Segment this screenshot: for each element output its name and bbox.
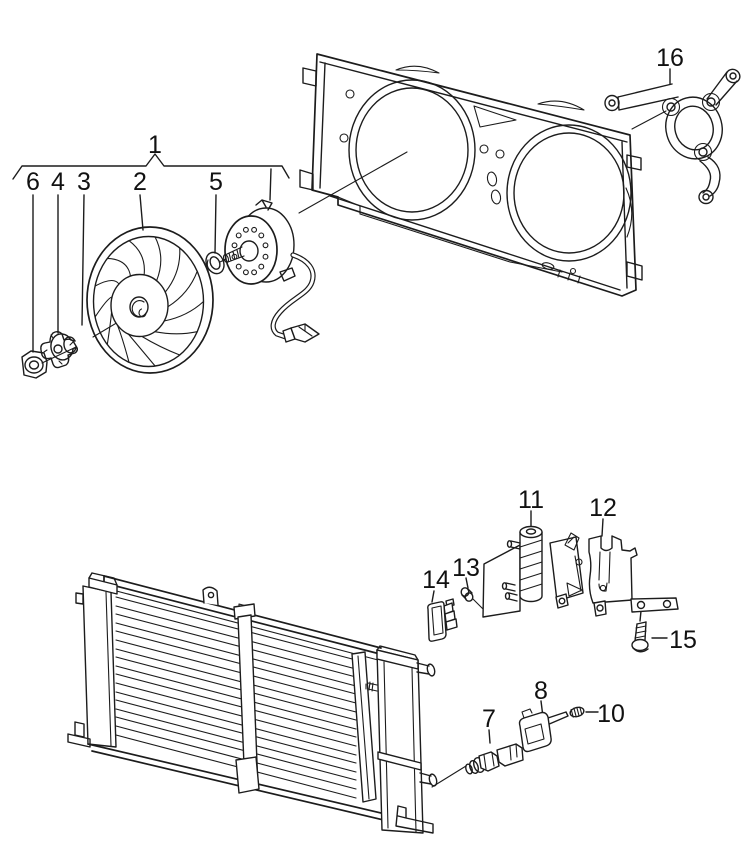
callout-labels: 1 6 4 3 2 5 16 11 12 13 14 7 8 10 15 bbox=[26, 44, 697, 733]
hex-nut bbox=[21, 350, 48, 379]
wire-connector bbox=[282, 323, 320, 343]
callout-5[interactable]: 5 bbox=[209, 168, 223, 196]
callout-4[interactable]: 4 bbox=[51, 168, 65, 196]
connector-housing bbox=[518, 708, 569, 753]
fan-motor bbox=[222, 199, 296, 285]
connector-bracket bbox=[427, 598, 458, 642]
fan-wheel bbox=[86, 226, 214, 374]
callout-14[interactable]: 14 bbox=[422, 566, 450, 594]
motor-wire bbox=[270, 252, 316, 340]
callout-15[interactable]: 15 bbox=[669, 626, 697, 654]
callout-6[interactable]: 6 bbox=[26, 168, 40, 196]
callout-11[interactable]: 11 bbox=[518, 486, 544, 514]
callout-12[interactable]: 12 bbox=[589, 494, 617, 522]
bleed-screw bbox=[365, 681, 378, 692]
lock-washer bbox=[40, 331, 78, 369]
bracket-position-line bbox=[631, 110, 667, 130]
spacer-bushing bbox=[482, 525, 543, 618]
screw-10 bbox=[569, 706, 585, 718]
callout-2[interactable]: 2 bbox=[133, 168, 147, 196]
support-bracket bbox=[604, 68, 741, 205]
callout-10[interactable]: 10 bbox=[597, 700, 625, 728]
callout-7[interactable]: 7 bbox=[482, 705, 496, 733]
callout-1[interactable]: 1 bbox=[148, 131, 162, 159]
assembly-1-bracket bbox=[12, 153, 290, 180]
screw-15 bbox=[631, 621, 649, 653]
radiator-fins bbox=[115, 596, 357, 799]
callout-8[interactable]: 8 bbox=[534, 677, 548, 705]
pin-13 bbox=[460, 587, 474, 602]
fan-blades bbox=[94, 236, 205, 367]
radiator bbox=[67, 572, 438, 834]
motor-position-line bbox=[298, 151, 408, 214]
callout-3[interactable]: 3 bbox=[77, 168, 91, 196]
o-ring bbox=[205, 251, 225, 275]
callout-16[interactable]: 16 bbox=[656, 44, 684, 72]
retaining-clip bbox=[50, 333, 77, 361]
fan-shroud bbox=[298, 53, 643, 297]
mounting-bracket bbox=[549, 532, 679, 617]
callout-13[interactable]: 13 bbox=[452, 554, 480, 582]
thermo-switch bbox=[465, 743, 524, 775]
